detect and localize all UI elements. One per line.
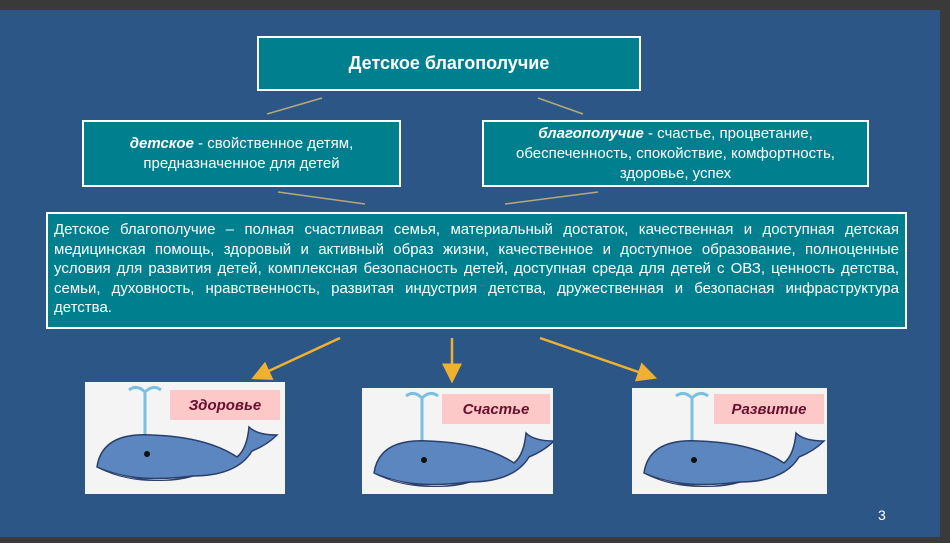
whale-icon <box>643 391 826 487</box>
arrow-right <box>539 336 658 382</box>
page-number: 3 <box>878 507 886 523</box>
card-development: Развитие <box>632 388 827 494</box>
definition-child: - свойственное детям, предназначенное дл… <box>143 134 354 172</box>
definition-wellbeing: - счастье, процветание, обеспеченность, … <box>516 124 835 182</box>
title-text: Детское благополучие <box>348 53 550 73</box>
connector-line <box>537 97 584 115</box>
connectors <box>251 97 658 384</box>
arrow-left <box>251 336 341 380</box>
title-box: Детское благополучие <box>257 36 641 91</box>
definition-child-box: детское - свойственное детям, предназнач… <box>82 120 401 187</box>
connector-line <box>266 97 323 115</box>
connector-line <box>504 191 599 205</box>
card-label: Развитие <box>714 394 824 424</box>
term-child: детское <box>129 134 194 152</box>
connector-line <box>277 191 366 205</box>
main-definition-box: Детское благополучие – полная счастливая… <box>46 212 907 329</box>
card-health: Здоровье <box>85 382 285 494</box>
slide: Детское благополучие детское - свойствен… <box>0 10 940 537</box>
definition-wellbeing-box: благополучие - счастье, процветание, обе… <box>482 120 869 187</box>
card-label: Счастье <box>442 394 550 424</box>
whale-icon <box>373 391 556 487</box>
main-text: Детское благополучие – полная счастливая… <box>54 221 899 316</box>
term-wellbeing: благополучие <box>538 124 644 142</box>
card-label: Здоровье <box>170 390 280 420</box>
whale-icon <box>96 385 279 481</box>
card-happiness: Счастье <box>362 388 556 494</box>
